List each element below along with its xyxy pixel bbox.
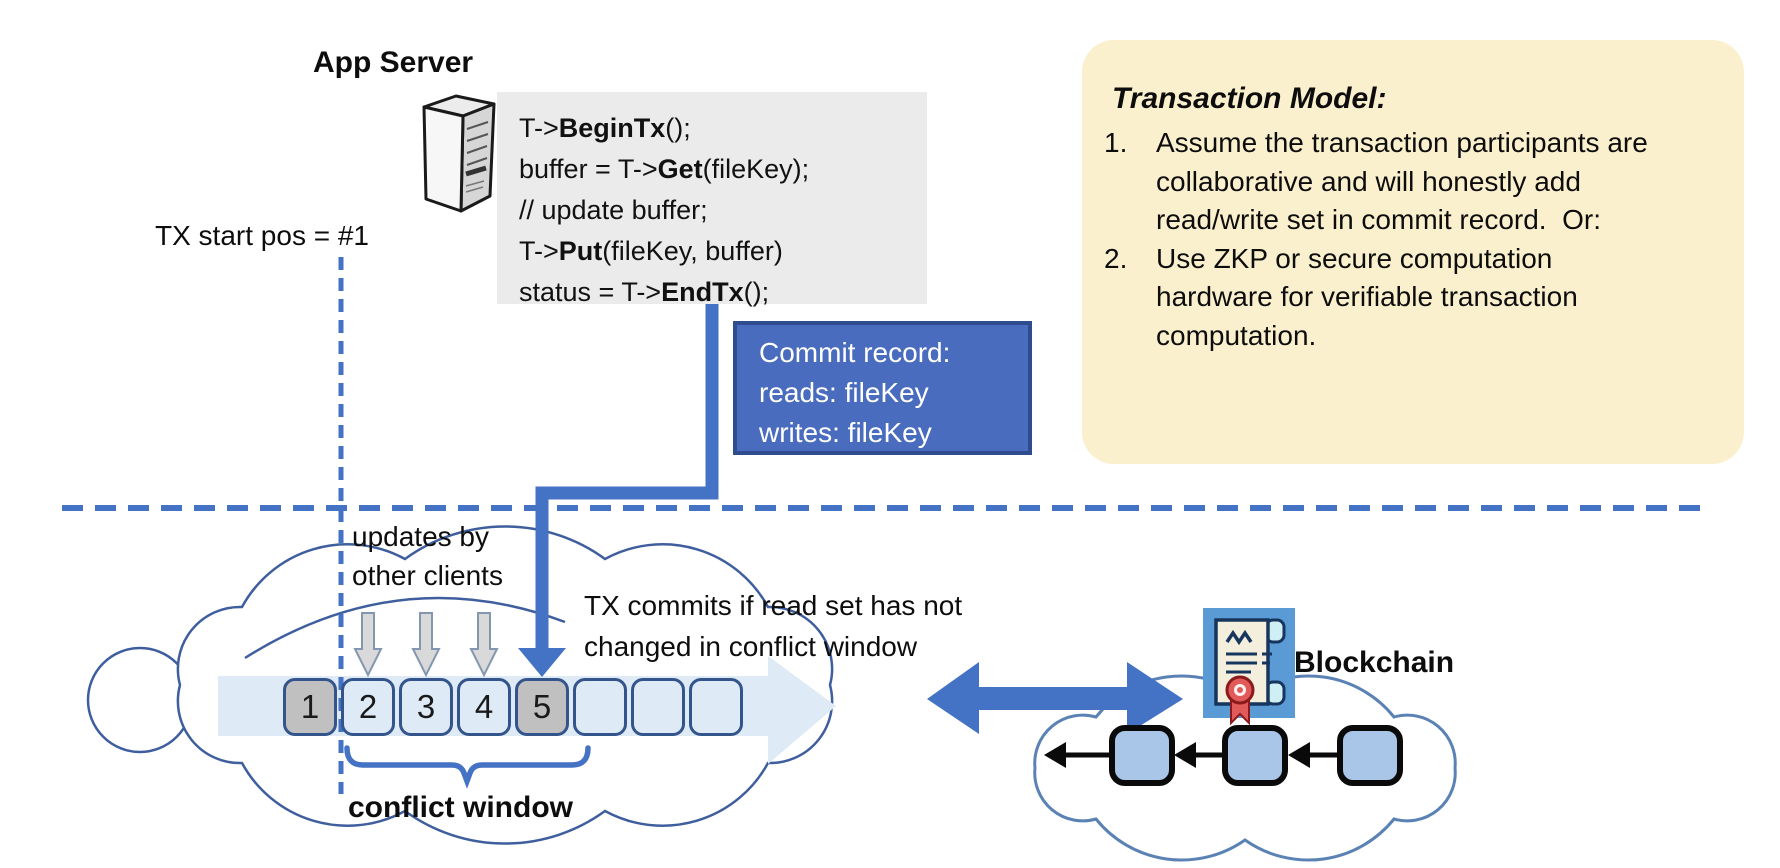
- ledger-slot-6: [573, 678, 627, 736]
- commit-record-line: writes: fileKey: [759, 417, 932, 448]
- commit-record-box: Commit record: reads: fileKey writes: fi…: [733, 321, 1032, 455]
- block: [1337, 725, 1403, 786]
- transaction-model-item: 1. Assume the transaction participants a…: [1104, 127, 1656, 235]
- tx-commits-label: TX commits if read set has not changed i…: [584, 590, 963, 662]
- update-arrow: [353, 612, 383, 678]
- app-server-label: App Server: [313, 46, 474, 79]
- transaction-model-list: 1. Assume the transaction participants a…: [1104, 124, 1704, 355]
- commit-record-line: reads: fileKey: [759, 377, 929, 408]
- ledger-slot-3: 3: [399, 678, 453, 736]
- updates-by-other-clients-label: updates by other clients: [352, 521, 503, 591]
- code-line: status = T->EndTx();: [519, 277, 770, 307]
- ledger-slot-2: 2: [341, 678, 395, 736]
- block: [1222, 725, 1288, 786]
- code-line: // update buffer;: [519, 195, 708, 225]
- code-line: T->Put(fileKey, buffer): [519, 236, 783, 266]
- commit-connector-arrowhead: [518, 648, 566, 677]
- conflict-window-label: conflict window: [348, 791, 573, 824]
- code-line: buffer = T->Get(fileKey);: [519, 154, 810, 184]
- transaction-code-box: T->BeginTx(); buffer = T->Get(fileKey); …: [497, 92, 927, 307]
- transaction-model-item: 2. Use ZKP or secure computation hardwar…: [1104, 242, 1586, 351]
- server-icon: [422, 94, 496, 213]
- cloud-inner-arc: [244, 596, 566, 660]
- tx-start-pos-label: TX start pos = #1: [155, 220, 369, 251]
- blockchain-label: Blockchain: [1294, 646, 1455, 679]
- sync-double-arrow: [927, 662, 1183, 734]
- ledger-slot-5: 5: [515, 678, 569, 736]
- transaction-model-title: Transaction Model:: [1112, 82, 1387, 115]
- ledger-slot-8: [689, 678, 743, 736]
- cloud-puff: [86, 646, 194, 754]
- ledger-slot-4: 4: [457, 678, 511, 736]
- commit-record-line: Commit record:: [759, 337, 951, 368]
- commit-connector: [535, 300, 719, 650]
- certificate-icon: [1203, 608, 1295, 726]
- conflict-window-bracket: [344, 745, 591, 789]
- update-arrow: [469, 612, 499, 678]
- ledger-slot-1: 1: [283, 678, 337, 736]
- timeline-band-arrowhead: [768, 656, 836, 764]
- ledger-slot-7: [631, 678, 685, 736]
- transaction-model-note: [1082, 40, 1744, 464]
- code-line: T->BeginTx();: [519, 113, 691, 143]
- blockchain-chain: [1044, 725, 1403, 786]
- update-arrow: [411, 612, 441, 678]
- block: [1109, 725, 1175, 786]
